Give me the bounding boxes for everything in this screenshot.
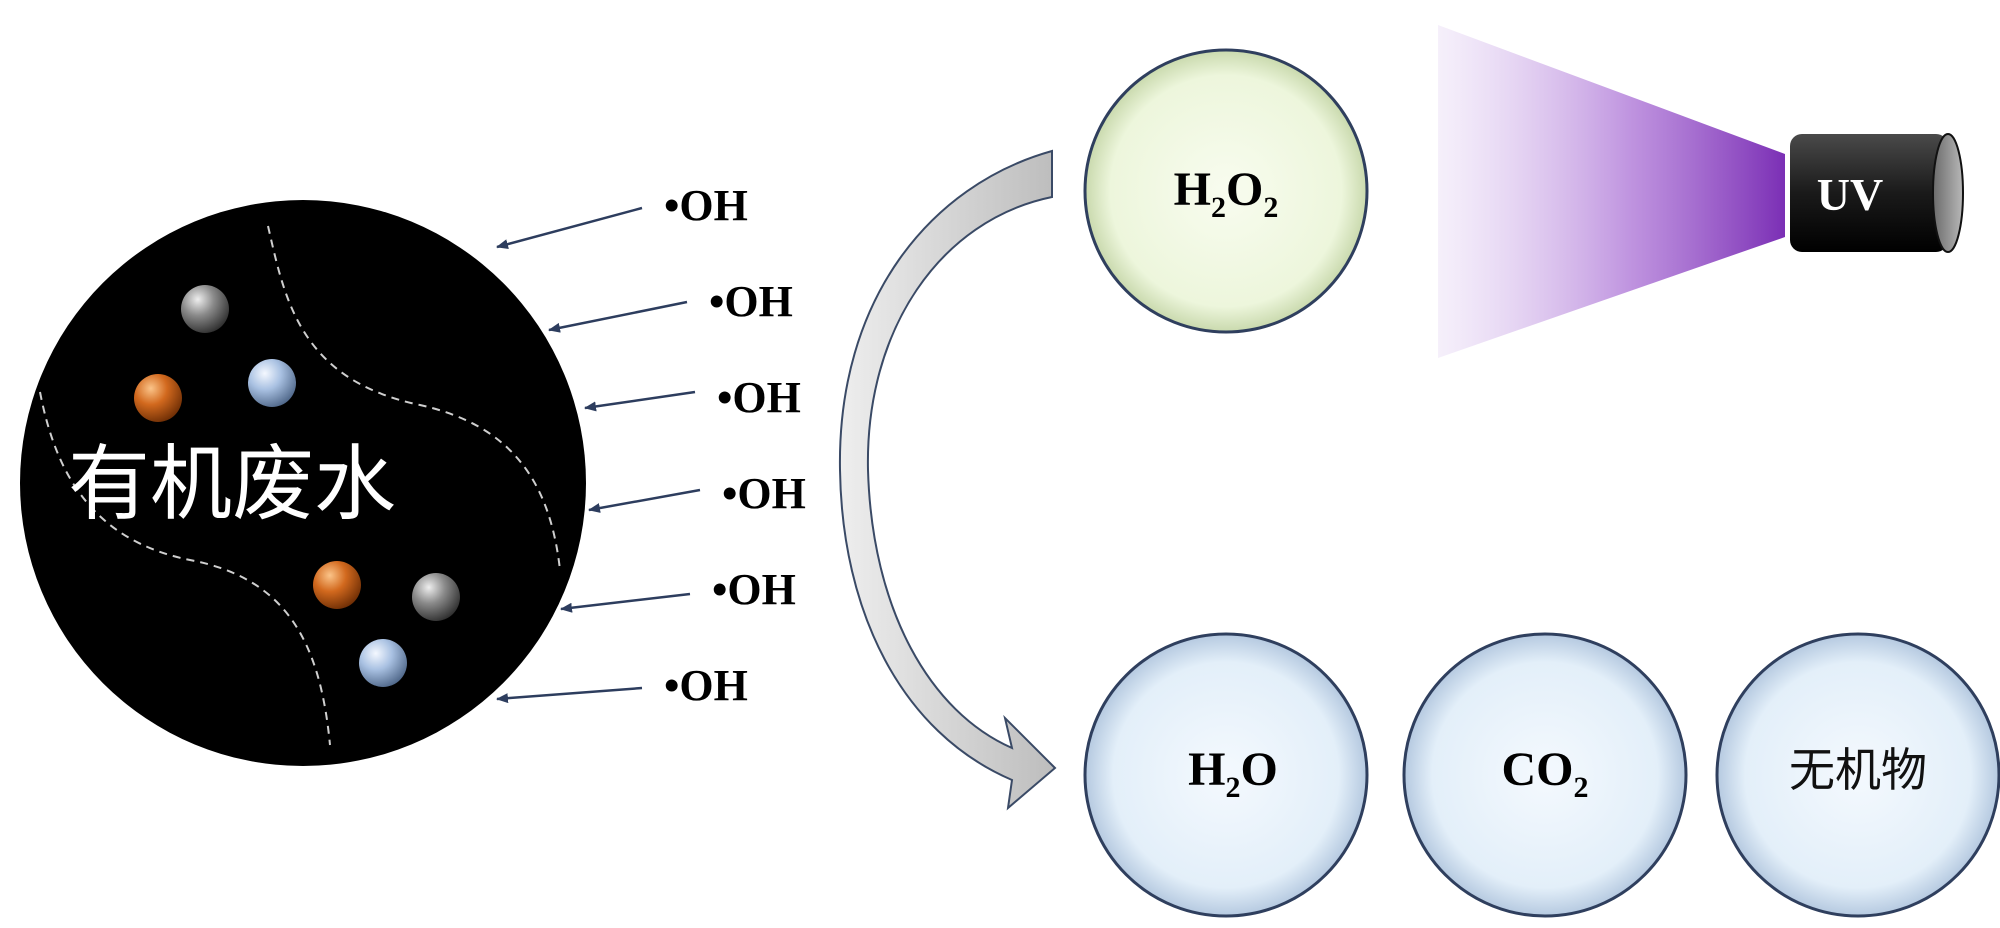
product-formula: H2O <box>1188 743 1278 804</box>
radical-arrow <box>584 390 696 412</box>
pollutant-particle-orange <box>134 374 182 422</box>
oh-radical-label: •OH <box>664 181 748 230</box>
oh-radical-label: •OH <box>717 373 801 422</box>
pollutant-particle-blue <box>359 639 407 687</box>
radical-arrow <box>496 686 643 704</box>
product-disc <box>1402 632 1688 918</box>
oh-radical-label: •OH <box>712 565 796 614</box>
product-inorganics: 无机物 <box>1715 632 2000 918</box>
radical-arrow <box>496 206 643 249</box>
product-label: 无机物 <box>1789 743 1927 797</box>
h2o2-circle: H2O2 <box>1083 48 1369 334</box>
radical-arrow <box>548 300 688 333</box>
product-disc <box>1715 632 2000 918</box>
wastewater-label: 有机废水 <box>68 437 396 532</box>
oxidant-disc <box>1083 48 1369 334</box>
uv-lamp-assembly: UV <box>1438 25 1964 358</box>
pollutant-particle-gray <box>181 285 229 333</box>
uv-label: UV <box>1817 169 1883 220</box>
product-formula: CO2 <box>1502 743 1589 804</box>
product-disc <box>1083 632 1369 918</box>
product-co2: CO2 <box>1402 632 1688 918</box>
pollutant-particle-orange <box>313 561 361 609</box>
oh-radical-label: •OH <box>709 277 793 326</box>
uv-lamp-cap <box>1932 133 1964 253</box>
pollutant-particle-blue <box>248 359 296 407</box>
radical-arrow <box>588 488 701 513</box>
boundary-line-lower <box>39 391 331 746</box>
products-row: H2O CO2 无机物 <box>1083 632 2000 918</box>
oh-radical-label: •OH <box>722 469 806 518</box>
boundary-line-upper <box>267 225 561 571</box>
oh-radical-label: •OH <box>664 661 748 710</box>
radical-arrow <box>560 592 691 613</box>
h2o2-formula: H2O2 <box>1174 163 1279 224</box>
pollutant-particle-gray <box>412 573 460 621</box>
radical-arrows <box>496 206 701 704</box>
reaction-curve-arrow <box>838 149 1057 811</box>
uv-light-beam <box>1438 25 1785 358</box>
uv-lamp-body <box>1790 134 1948 252</box>
wastewater-circle: 有机废水 <box>20 200 586 766</box>
product-h2o: H2O <box>1083 632 1369 918</box>
radical-labels: •OH •OH •OH •OH •OH •OH <box>664 181 806 710</box>
wastewater-disc <box>20 200 586 766</box>
